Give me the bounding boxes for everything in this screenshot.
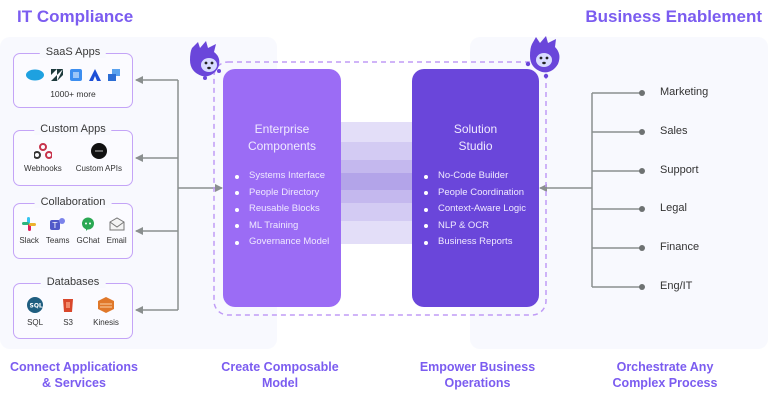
- left-connector-tree: [135, 76, 223, 314]
- slack-icon: [22, 217, 37, 233]
- item-sql[interactable]: SQL SQL: [27, 297, 43, 327]
- feature-item: Reusable Blocks: [232, 201, 329, 218]
- s3-icon: [61, 297, 75, 315]
- header-it-compliance: IT Compliance: [17, 7, 134, 26]
- item-webhooks[interactable]: Webhooks: [24, 143, 62, 173]
- caption-connect: Connect Applications & Services: [0, 359, 148, 391]
- saas-more-label: 1000+ more: [50, 89, 96, 99]
- dept-dot: [639, 245, 645, 251]
- salesforce-icon: [26, 68, 44, 86]
- solution-feature-list: No-Code Builder People Coordination Cont…: [421, 168, 526, 251]
- group-label: SaaS Apps: [39, 46, 107, 58]
- sharepoint-icon: [70, 68, 82, 86]
- dept-dot: [639, 284, 645, 290]
- item-label: Slack: [19, 236, 39, 245]
- caption-line: Empower Business: [419, 360, 536, 374]
- email-icon: [109, 217, 125, 233]
- group-label: Databases: [40, 276, 106, 288]
- enterprise-feature-list: Systems Interface People Directory Reusa…: [232, 168, 329, 251]
- group-collaboration[interactable]: Collaboration Slack T Teams GChat Email: [13, 196, 133, 259]
- item-label: Custom APIs: [75, 164, 122, 173]
- kinesis-icon: [98, 297, 114, 315]
- dept-sales[interactable]: Sales: [660, 125, 688, 137]
- svg-text:SQL: SQL: [30, 303, 43, 310]
- feature-item: No-Code Builder: [421, 168, 526, 185]
- caption-line: Complex Process: [612, 376, 718, 390]
- item-label: GChat: [76, 236, 100, 245]
- card-title-line2: Components: [247, 139, 317, 153]
- zendesk-icon: [51, 68, 63, 86]
- feature-item: Systems Interface: [232, 168, 329, 185]
- feature-item: Governance Model: [232, 234, 329, 251]
- dept-dot: [639, 90, 645, 96]
- item-kinesis[interactable]: Kinesis: [93, 297, 119, 327]
- caption-line: Connect Applications: [9, 360, 138, 374]
- sql-icon: SQL: [27, 297, 44, 315]
- dept-marketing[interactable]: Marketing: [660, 86, 709, 98]
- api-icon: [90, 143, 107, 161]
- svg-text:T: T: [51, 221, 57, 230]
- right-connector-tree: [539, 92, 642, 288]
- feature-item: Context-Aware Logic: [421, 201, 526, 218]
- item-teams[interactable]: T Teams: [45, 217, 70, 245]
- caption-line: Orchestrate Any: [616, 360, 714, 374]
- azure-icon: [108, 68, 120, 86]
- dept-dot: [639, 168, 645, 174]
- item-label: Webhooks: [24, 164, 62, 173]
- card-title-line2: Studio: [458, 139, 493, 153]
- group-saas-apps[interactable]: SaaS Apps 1000+ more: [13, 46, 133, 108]
- caption-line: Model: [261, 376, 299, 390]
- caption-line: Create Composable: [221, 360, 339, 374]
- caption-empower: Empower Business Operations: [400, 359, 555, 391]
- webhooks-icon: [32, 143, 53, 161]
- item-label: Kinesis: [93, 318, 119, 327]
- atlassian-icon: [89, 68, 101, 86]
- mascot-left-icon: [190, 41, 221, 80]
- header-business-enablement: Business Enablement: [585, 7, 762, 26]
- gchat-icon: [81, 217, 95, 233]
- card-title-line1: Solution: [453, 122, 498, 136]
- group-databases[interactable]: Databases SQL SQL S3 Kinesis: [13, 276, 133, 339]
- dept-support[interactable]: Support: [660, 164, 699, 176]
- item-label: S3: [63, 318, 73, 327]
- caption-line: & Services: [42, 376, 106, 390]
- dept-eng-it[interactable]: Eng/IT: [660, 280, 693, 292]
- item-slack[interactable]: Slack: [19, 217, 39, 245]
- group-label: Collaboration: [34, 196, 112, 208]
- mascot-right-icon: [525, 36, 560, 79]
- dept-dot: [639, 129, 645, 135]
- item-label: SQL: [27, 318, 44, 327]
- card-title-line1: Enterprise: [254, 122, 310, 136]
- caption-orchestrate: Orchestrate Any Complex Process: [590, 359, 740, 391]
- feature-item: ML Training: [232, 218, 329, 235]
- feature-item: People Directory: [232, 185, 329, 202]
- model-dashed-outline: [213, 61, 547, 316]
- item-gchat[interactable]: GChat: [76, 217, 100, 245]
- item-custom-apis[interactable]: Custom APIs: [76, 143, 122, 173]
- item-label: Teams: [45, 236, 70, 245]
- enterprise-components-card[interactable]: Enterprise Components Systems Interface …: [223, 69, 341, 307]
- caption-line: Operations: [444, 376, 511, 390]
- dept-dot: [639, 206, 645, 212]
- feature-item: Business Reports: [421, 234, 526, 251]
- group-label: Custom Apps: [34, 123, 112, 135]
- item-label: Email: [106, 236, 127, 245]
- feature-item: NLP & OCR: [421, 218, 526, 235]
- feature-item: People Coordination: [421, 185, 526, 202]
- dept-finance[interactable]: Finance: [660, 241, 700, 253]
- teams-icon: T: [49, 217, 66, 233]
- item-s3[interactable]: S3: [61, 297, 75, 327]
- item-email[interactable]: Email: [107, 217, 127, 245]
- connection-stripes: [340, 122, 412, 244]
- dept-legal[interactable]: Legal: [660, 202, 687, 214]
- solution-studio-card[interactable]: Solution Studio No-Code Builder People C…: [412, 69, 539, 307]
- caption-create: Create Composable Model: [205, 359, 355, 391]
- group-custom-apps[interactable]: Custom Apps Webhooks Custom APIs: [13, 123, 133, 186]
